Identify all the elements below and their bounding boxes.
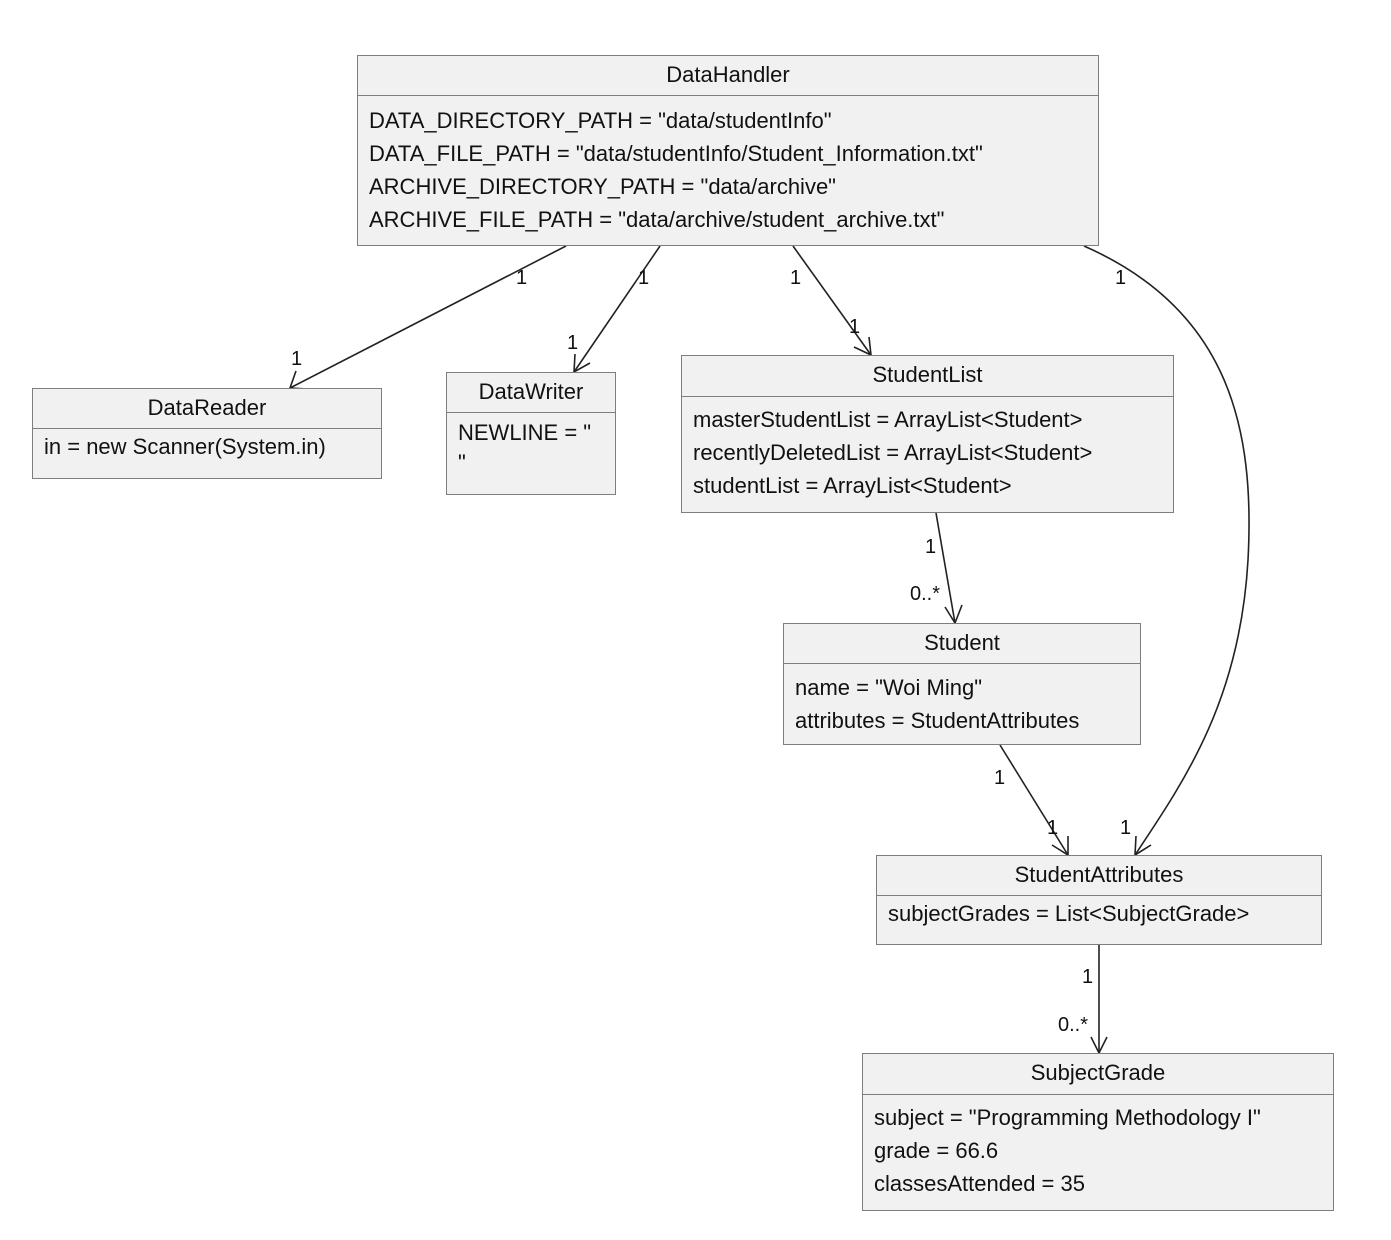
attribute: grade = 66.6: [874, 1138, 999, 1163]
attribute: ARCHIVE_FILE_PATH = "data/archive/studen…: [369, 207, 945, 232]
class-attributes: subjectGrades = List<SubjectGrade>: [877, 896, 1321, 930]
attribute: attributes = StudentAttributes: [795, 708, 1080, 733]
edge-datahandler-studentlist: [792, 245, 872, 356]
class-name: Student: [784, 624, 1140, 664]
class-studentattributes: StudentAttributes subjectGrades = List<S…: [876, 855, 1322, 945]
label-datahandler-datawriter-target: 1: [567, 332, 578, 354]
class-name: DataWriter: [447, 373, 615, 413]
label-datahandler-datareader-source: 1: [516, 267, 527, 289]
attribute: classesAttended = 35: [874, 1171, 1085, 1196]
attribute: recentlyDeletedList = ArrayList<Student>: [693, 440, 1093, 465]
attribute: subject = "Programming Methodology I": [874, 1105, 1261, 1130]
class-attributes: name = "Woi Ming" attributes = StudentAt…: [784, 664, 1140, 737]
edge-student-studentattributes: [999, 744, 1069, 856]
class-datawriter: DataWriter NEWLINE = " ": [446, 372, 616, 495]
edge-datahandler-datawriter: [573, 245, 661, 373]
class-name: SubjectGrade: [863, 1054, 1333, 1095]
class-attributes: NEWLINE = " ": [447, 413, 615, 478]
class-attributes: subject = "Programming Methodology I" gr…: [863, 1095, 1333, 1200]
label-studentattributes-subjectgrade-source: 1: [1082, 966, 1093, 988]
class-datahandler: DataHandler DATA_DIRECTORY_PATH = "data/…: [357, 55, 1099, 246]
attribute: studentList = ArrayList<Student>: [693, 473, 1012, 498]
label-student-studentattributes-target: 1: [1047, 817, 1058, 839]
attribute: masterStudentList = ArrayList<Student>: [693, 407, 1083, 432]
attribute: NEWLINE = ": [458, 420, 592, 445]
label-datahandler-studentlist-source: 1: [790, 267, 801, 289]
label-datahandler-datawriter-source: 1: [638, 267, 649, 289]
label-datahandler-studentattributes-source: 1: [1115, 267, 1126, 289]
label-datahandler-studentattributes-target: 1: [1120, 817, 1131, 839]
attribute: in = new Scanner(System.in): [44, 434, 326, 459]
class-attributes: masterStudentList = ArrayList<Student> r…: [682, 397, 1173, 502]
attribute: DATA_DIRECTORY_PATH = "data/studentInfo": [369, 108, 832, 133]
class-name: DataHandler: [358, 56, 1098, 96]
label-datahandler-datareader-target: 1: [291, 348, 302, 370]
class-student: Student name = "Woi Ming" attributes = S…: [783, 623, 1141, 745]
attribute: subjectGrades = List<SubjectGrade>: [888, 901, 1250, 926]
label-datahandler-studentlist-target: 1: [849, 316, 860, 338]
attribute: ": [458, 450, 466, 475]
class-name: StudentAttributes: [877, 856, 1321, 896]
class-subjectgrade: SubjectGrade subject = "Programming Meth…: [862, 1053, 1334, 1211]
label-studentattributes-subjectgrade-target: 0..*: [1058, 1014, 1088, 1036]
class-name: DataReader: [33, 389, 381, 429]
edge-studentlist-student: [935, 512, 956, 624]
edge-datahandler-datareader: [289, 245, 567, 389]
attribute: DATA_FILE_PATH = "data/studentInfo/Stude…: [369, 141, 983, 166]
label-student-studentattributes-source: 1: [994, 767, 1005, 789]
class-studentlist: StudentList masterStudentList = ArrayLis…: [681, 355, 1174, 513]
label-studentlist-student-source: 1: [925, 536, 936, 558]
attribute: ARCHIVE_DIRECTORY_PATH = "data/archive": [369, 174, 836, 199]
class-attributes: in = new Scanner(System.in): [33, 429, 381, 463]
edge-datahandler-studentattributes: [1083, 245, 1250, 856]
class-name: StudentList: [682, 356, 1173, 397]
label-studentlist-student-target: 0..*: [910, 583, 940, 605]
class-attributes: DATA_DIRECTORY_PATH = "data/studentInfo"…: [358, 96, 1098, 236]
attribute: name = "Woi Ming": [795, 675, 983, 700]
class-datareader: DataReader in = new Scanner(System.in): [32, 388, 382, 479]
